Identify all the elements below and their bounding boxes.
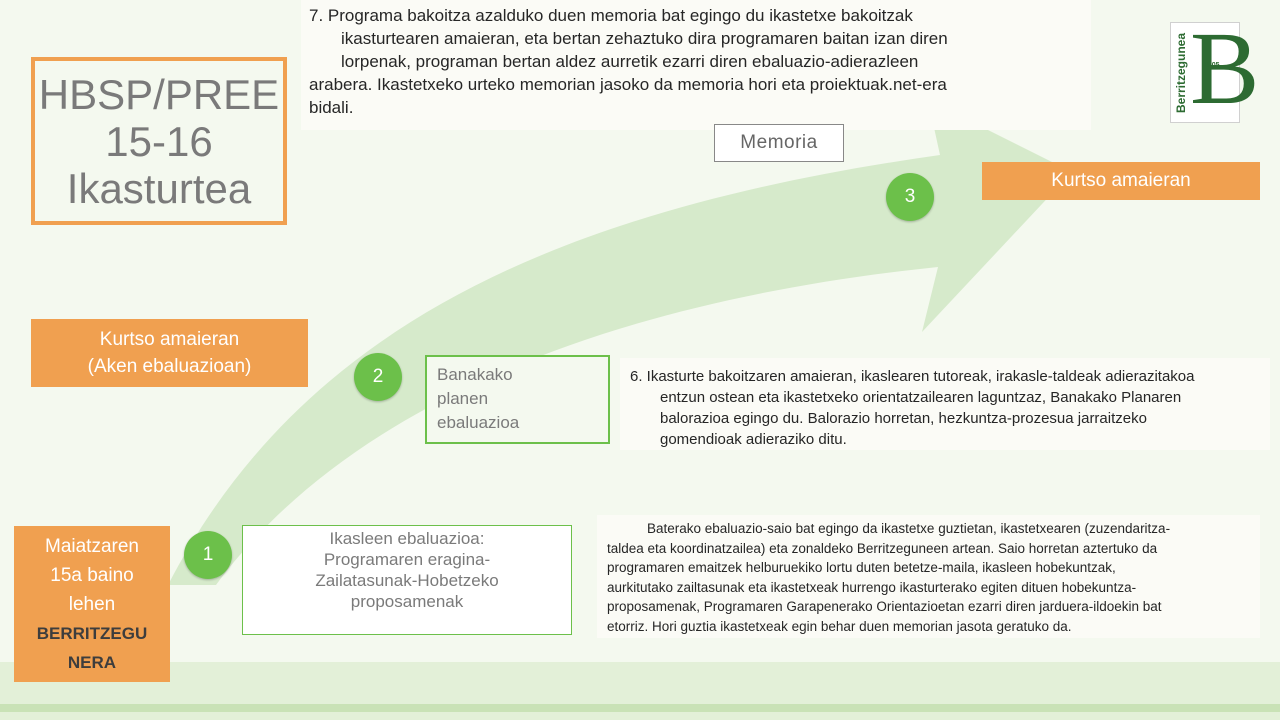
kurtso-amaieran-label: Kurtso amaieran xyxy=(982,162,1260,200)
bottom-stripe xyxy=(0,704,1280,712)
maiatz-line-3: lehen xyxy=(68,593,116,615)
docbat-line: proposamenak, Programaren Garapenerako O… xyxy=(607,599,1162,614)
maiatz-line-5: NERA xyxy=(67,652,117,672)
ikasleen-line: Zailatasunak-Hobetzeko xyxy=(315,571,499,590)
docbat-line: taldea eta koordinatzailea) eta zonaldek… xyxy=(607,540,1158,556)
doc7-line: arabera. Ikastetxeko urteko memorian jas… xyxy=(309,75,947,94)
step-1-circle: 1 xyxy=(184,531,232,579)
ikasleen-line: Programaren eragina- xyxy=(323,550,491,569)
banakako-line: Banakako xyxy=(437,365,513,384)
berritzegunea-logo xyxy=(1170,22,1240,123)
arrow-shape xyxy=(168,100,1072,585)
step-3-circle: 3 xyxy=(886,173,934,221)
logo-letter: B xyxy=(1190,11,1260,126)
ikasleen-line: proposamenak xyxy=(350,592,464,611)
ikasleen-line: Ikasleen ebaluazioa: xyxy=(329,529,485,548)
doc6-line: 6. Ikasturte bakoitzaren amaieran, ikasl… xyxy=(630,368,1195,385)
document-excerpt-7: 7. Programa bakoitza azalduko duen memor… xyxy=(301,0,1091,130)
docbat-line: Baterako ebaluazio-saio bat egingo da ik… xyxy=(647,521,1171,536)
docbat-line: programaren emaitzek helburuekiko lortu … xyxy=(607,560,1116,575)
doc6-line: entzun ostean eta ikastetxeko orientatza… xyxy=(660,389,1182,406)
document-excerpt-baterako: Baterako ebaluazio-saio bat egingo da ik… xyxy=(597,515,1260,638)
docbat-line: etorriz. Hori guztia ikastetxeak egin be… xyxy=(607,618,1072,634)
step-2-circle: 2 xyxy=(354,353,402,401)
doc7-line: ikasturtearen amaieran, eta bertan zehaz… xyxy=(341,29,948,48)
document-excerpt-6: 6. Ikasturte bakoitzaren amaieran, ikasl… xyxy=(620,358,1270,450)
doc7-line: bidali. xyxy=(309,98,354,117)
title-box: HBSP/PREE 15-16 Ikasturtea xyxy=(31,57,287,225)
ikasleen-ebaluazioa-box: Ikasleen ebaluazioa: Programaren eragina… xyxy=(242,525,572,635)
doc6-line: balorazioa egingo du. Balorazio horretan… xyxy=(660,410,1147,427)
maiatz-line-1: Maiatzaren xyxy=(45,535,139,557)
banakako-line: planen xyxy=(437,389,489,408)
banakako-planen-box: Banakako planen ebaluazioa xyxy=(425,355,610,444)
title-line-2: 15-16 xyxy=(105,117,213,165)
doc7-line: 7. Programa bakoitza azalduko duen memor… xyxy=(309,6,913,25)
maiatzaren-deadline-label: Maiatzaren 15a baino lehen BERRITZEGU NE… xyxy=(14,526,170,682)
doc7-line: lorpenak, programan bertan aldez aurreti… xyxy=(341,52,919,71)
kurtso-mid-line-2: (Aken ebaluazioan) xyxy=(87,356,252,377)
docbat-line: aurkitutako zailtasunak eta ikastetxeak … xyxy=(607,579,1137,595)
logo-wordmark: Berritzegunea xyxy=(1174,32,1188,114)
maiatz-line-2: 15a baino xyxy=(50,564,134,586)
title-line-3: Ikasturtea xyxy=(66,164,252,212)
logo-code: B-05 xyxy=(1204,62,1220,69)
banakako-line: ebaluazioa xyxy=(437,413,520,432)
doc6-line: gomendioak adieraziko ditu. xyxy=(660,431,847,448)
maiatz-line-4: BERRITZEGU xyxy=(36,623,148,643)
kurtso-amaieran-aken-label: Kurtso amaieran (Aken ebaluazioan) xyxy=(31,319,308,387)
kurtso-mid-line-1: Kurtso amaieran xyxy=(99,329,240,350)
title-line-1: HBSP/PREE xyxy=(38,70,280,118)
memoria-label: Memoria xyxy=(714,124,844,162)
